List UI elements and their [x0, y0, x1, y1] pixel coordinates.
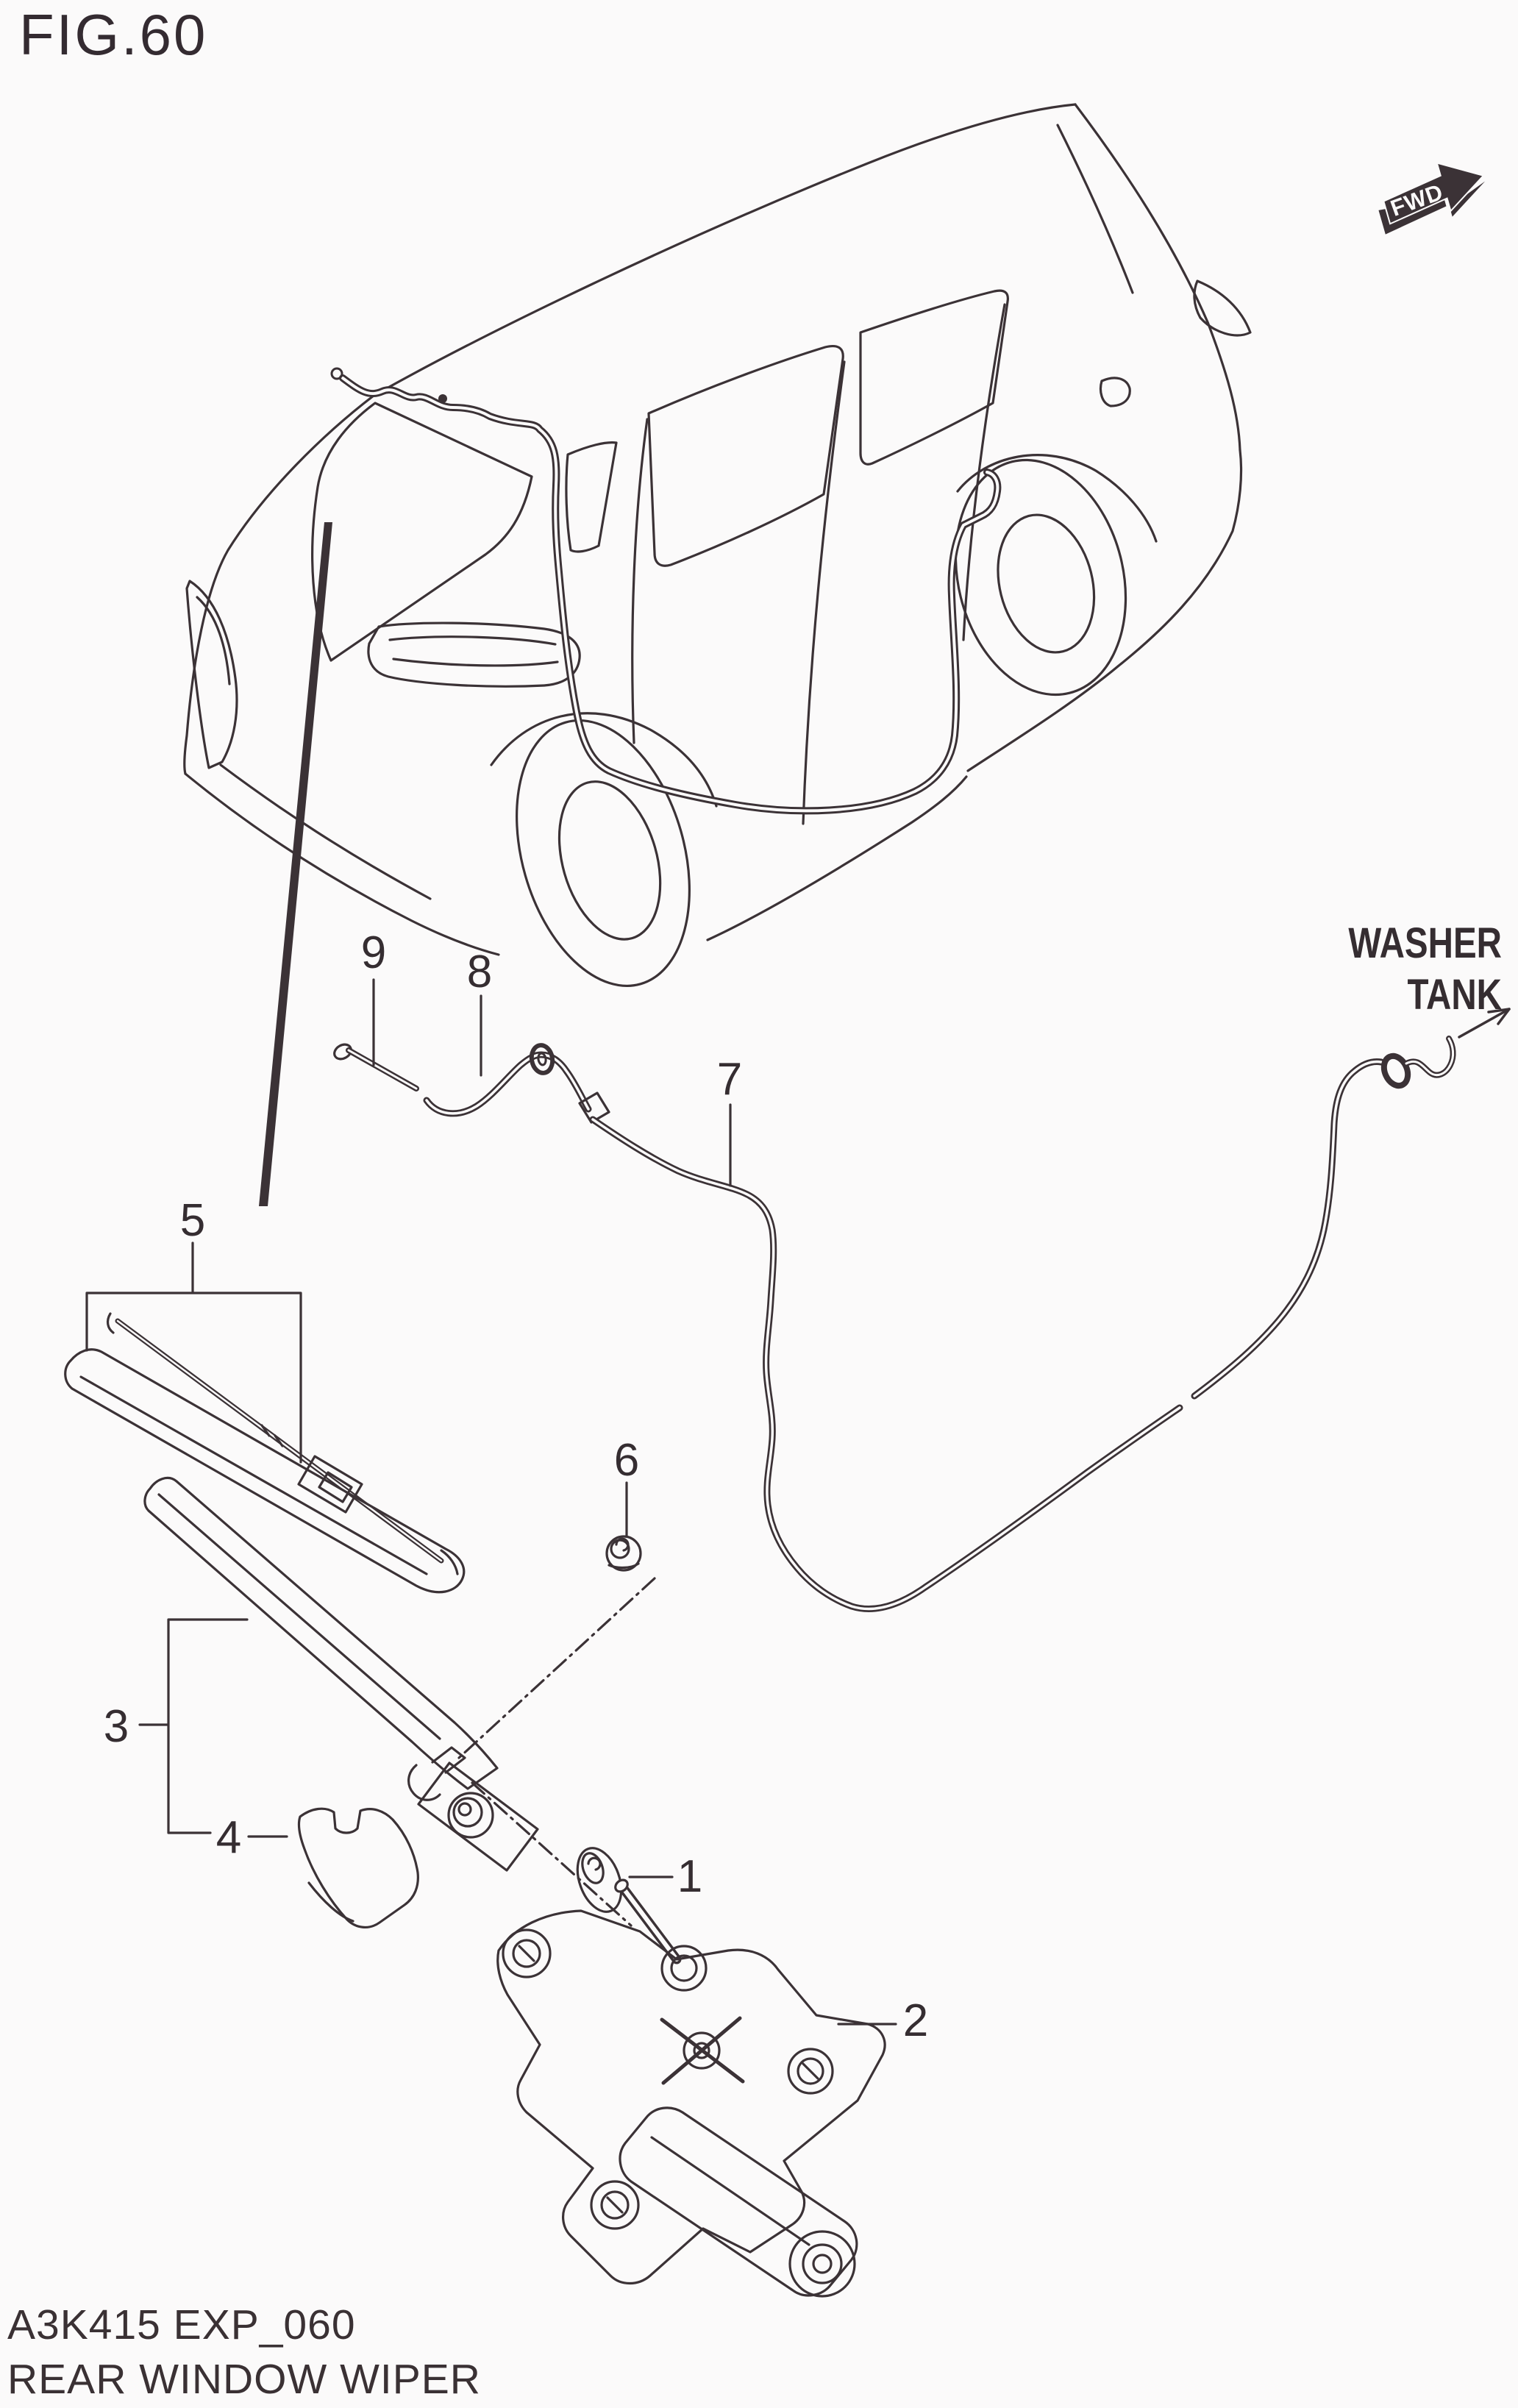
arm-head-plate [417, 1762, 539, 1872]
car-front-lower [966, 449, 1243, 772]
car-bumper-edge [184, 772, 500, 956]
part8-grommet [529, 1043, 555, 1075]
fwd-arrow-icon: FWD [1378, 162, 1486, 235]
car-rear-wheel [516, 719, 691, 987]
car-windshield-edge [1056, 124, 1134, 294]
car-rear-wheel-arch [490, 712, 718, 808]
washer-pipe-parts [333, 1036, 1456, 1612]
car-front-wheel-arch [956, 454, 1158, 543]
callout-8[interactable]: 8 [467, 947, 492, 997]
car-hatch-left-edge [183, 394, 375, 775]
washer-tank-line2: TANK [1407, 972, 1502, 1019]
callout-leaders [85, 978, 897, 2026]
pivot-nut [605, 1535, 642, 1572]
car-hose-clip [438, 394, 447, 403]
car-rear-door-window [647, 344, 844, 567]
part9-end-cap [333, 1043, 352, 1061]
motor-shaft-tip [614, 1878, 629, 1893]
callout-5[interactable]: 5 [180, 1195, 205, 1246]
pivot-grommet [576, 1847, 623, 1913]
arm-pivot-boss [447, 1792, 494, 1839]
callout-2[interactable]: 2 [903, 1995, 928, 2046]
car-side-mirror [1099, 377, 1131, 407]
arm-hook [407, 1764, 441, 1801]
callout-numbers: 1 2 3 4 5 6 7 8 9 [104, 927, 928, 2046]
car-door-seam-rear [802, 360, 846, 825]
axis-line-upper [457, 1577, 656, 1759]
washer-tank-line1: WASHER [1348, 920, 1502, 968]
motor-end-cap [788, 2230, 856, 2298]
vehicle-illustration [183, 103, 1252, 987]
tank-end-grommet [1380, 1052, 1411, 1089]
callout-4[interactable]: 4 [216, 1812, 241, 1863]
wiper-arm [143, 1477, 499, 1790]
callout-3[interactable]: 3 [104, 1701, 129, 1752]
car-front-wheel [954, 458, 1127, 697]
thick-leader-line [259, 522, 332, 1206]
arm-head-cap [297, 1807, 419, 1928]
car-nozzle-grommet [330, 367, 343, 380]
washer-tank-arrow [1458, 1008, 1511, 1039]
callout-9[interactable]: 9 [361, 927, 386, 978]
car-b-pillar-seam [631, 418, 649, 744]
washer-tank-label: WASHER TANK [1348, 920, 1502, 1019]
blade-connector [297, 1455, 363, 1514]
car-rocker-line [706, 775, 968, 941]
wiper-motor-assembly [496, 1878, 886, 2298]
callout-7[interactable]: 7 [717, 1054, 742, 1105]
motor-bracket [496, 1909, 886, 2284]
car-taillight-hatch [367, 621, 581, 688]
motor-cylinder [619, 2106, 858, 2297]
car-quarter-window [565, 441, 618, 553]
hose-connector [578, 1091, 610, 1124]
car-roof-line [372, 103, 1077, 397]
figure-title: FIG.60 [19, 2, 208, 67]
car-rear-window [311, 402, 533, 662]
axis-line-lower [471, 1781, 632, 1927]
car-front-end [1074, 103, 1241, 452]
motor-shaft-boss [660, 1945, 708, 1992]
pivot-hardware [457, 1535, 656, 1927]
footer-figure-code: A3K415 EXP_060 [7, 2301, 356, 2348]
callout-1[interactable]: 1 [677, 1851, 702, 1902]
callout-6[interactable]: 6 [614, 1435, 639, 1486]
car-taillight-left [185, 580, 238, 769]
car-front-door-window [859, 289, 1009, 466]
car-headlamp [1193, 279, 1252, 337]
wiper-blade-group [64, 1312, 466, 1594]
car-washer-hose-routing [330, 367, 1002, 815]
footer-figure-caption: REAR WINDOW WIPER [7, 2356, 481, 2403]
wiper-arm-group [143, 1477, 539, 1928]
wiper-blade [64, 1348, 466, 1594]
